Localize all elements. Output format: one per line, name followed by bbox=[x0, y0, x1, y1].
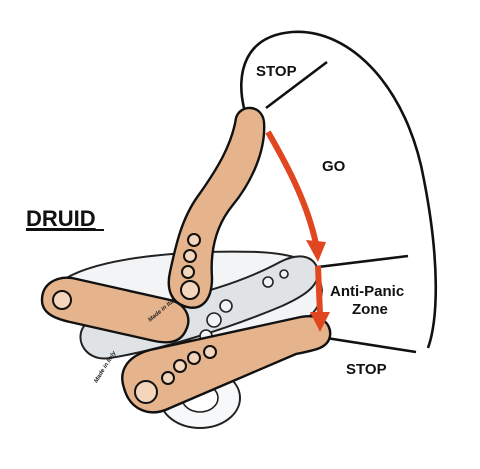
anti-panic-arrow bbox=[315, 265, 323, 315]
anti-panic-arrow-head bbox=[310, 312, 330, 332]
stop-bottom-label: STOP bbox=[346, 361, 387, 378]
anti-panic-top-divider bbox=[317, 254, 409, 269]
stop-top-label: STOP bbox=[256, 63, 297, 80]
stop-top-divider bbox=[265, 60, 328, 110]
handle-travel-arc bbox=[240, 30, 438, 349]
lower-side-plate bbox=[121, 315, 332, 414]
go-arrow-head bbox=[306, 240, 326, 262]
anti-panic-label-line2: Zone bbox=[352, 301, 388, 318]
go-label: GO bbox=[322, 158, 346, 175]
device-title: DRUID bbox=[26, 206, 96, 231]
anti-panic-bottom-divider bbox=[319, 335, 417, 354]
go-arrow bbox=[265, 130, 319, 245]
anti-panic-label-line1: Anti-Panic bbox=[330, 283, 404, 300]
left-side-plate bbox=[40, 276, 190, 344]
